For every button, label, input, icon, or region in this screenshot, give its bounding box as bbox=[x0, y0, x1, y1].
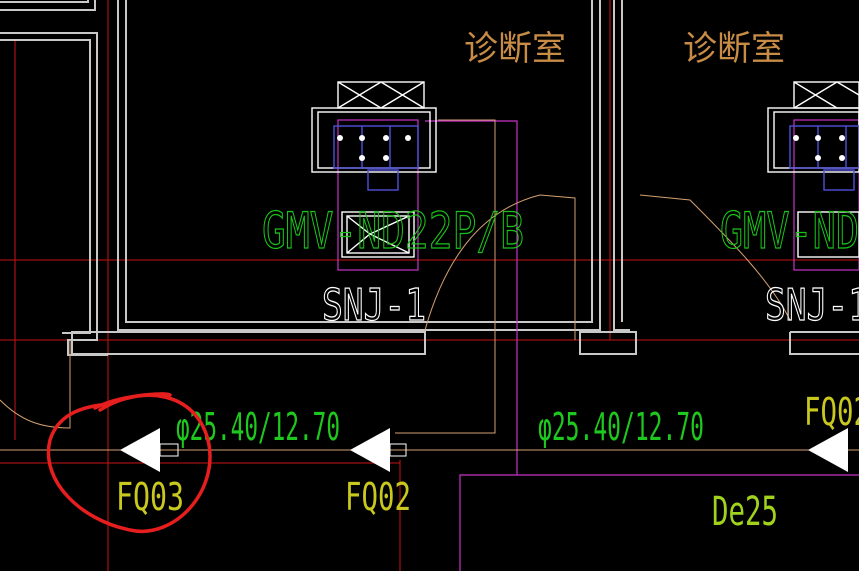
indoor-unit-2[interactable] bbox=[767, 81, 859, 258]
unit-2-bolt bbox=[815, 135, 821, 141]
wall-segment bbox=[0, 0, 89, 3]
refrigerant-branch bbox=[639, 194, 791, 321]
wall-segment bbox=[613, 0, 630, 331]
branch-tag-fq02: FQ02 bbox=[345, 475, 411, 519]
unit-1-bolts bbox=[337, 135, 411, 161]
unit-1-return-box bbox=[341, 211, 415, 258]
walls bbox=[0, 0, 859, 356]
unit-1-model-label: GMV-ND22P/B bbox=[262, 202, 524, 260]
drain-pipes bbox=[337, 119, 859, 571]
unit-1-bolt bbox=[337, 135, 343, 141]
unit-2-model-label: GMV-ND bbox=[720, 202, 859, 260]
room-label-left: 诊断室 bbox=[464, 29, 566, 69]
flow-arrow-fq02-tail bbox=[389, 443, 407, 457]
branch-tag-fq02-right: FQ02 bbox=[804, 390, 859, 434]
unit-2-tag: SNJ-1 bbox=[765, 280, 859, 331]
unit-1-bolt bbox=[383, 155, 389, 161]
unit-1-return-box-inner bbox=[346, 215, 410, 254]
unit-2-bolt bbox=[839, 155, 845, 161]
markup-circle bbox=[46, 392, 212, 534]
unit-2-casing bbox=[767, 107, 859, 173]
unit-1-coil bbox=[333, 125, 419, 191]
unit-2-drain-tray bbox=[793, 119, 859, 271]
wall-segment bbox=[117, 0, 601, 331]
pipe-size-label-left: φ25.40/12.70 bbox=[176, 405, 340, 449]
unit-2-return-box bbox=[797, 211, 859, 258]
refrigerant-riser bbox=[395, 119, 496, 434]
wall-segment bbox=[71, 331, 426, 355]
unit-1-coil-outline bbox=[333, 125, 419, 169]
room-label-right: 诊断室 bbox=[683, 29, 785, 69]
branch-tag-fq03: FQ03 bbox=[116, 475, 184, 519]
unit-1-bolt bbox=[359, 155, 365, 161]
unit-2-grille-cross bbox=[793, 81, 859, 109]
drain-size-label: De25 bbox=[712, 489, 778, 535]
unit-1-bolt bbox=[359, 135, 365, 141]
wall-segment bbox=[125, 0, 593, 323]
drain-pipe-run bbox=[425, 120, 518, 475]
flow-arrow-fq02 bbox=[350, 428, 390, 472]
indoor-unit-1[interactable] bbox=[311, 81, 437, 258]
unit-1-tag: SNJ-1 bbox=[322, 280, 426, 331]
drain-main bbox=[459, 474, 859, 571]
unit-1-drain-tray bbox=[337, 119, 419, 271]
unit-2-bolt bbox=[793, 135, 799, 141]
wall-segment bbox=[0, 0, 96, 11]
unit-2-fan bbox=[823, 169, 855, 191]
wall-segment bbox=[789, 332, 859, 355]
refrigerant-branch bbox=[0, 340, 71, 429]
unit-1-fan bbox=[367, 169, 399, 191]
unit-1-return-lines bbox=[346, 215, 410, 254]
unit-2-bolt bbox=[839, 135, 845, 141]
unit-1-casing bbox=[311, 107, 437, 173]
refrigerant-branch bbox=[424, 194, 576, 340]
flow-arrow-fq03-tail bbox=[159, 443, 179, 457]
unit-2-coil-outline bbox=[789, 125, 859, 169]
unit-2-bolt bbox=[815, 155, 821, 161]
wall-segment bbox=[579, 331, 637, 355]
flow-arrow-fq03 bbox=[120, 428, 160, 472]
unit-1-bolt bbox=[383, 135, 389, 141]
flow-arrows bbox=[120, 428, 848, 472]
unit-1-grille-cross bbox=[337, 81, 425, 109]
unit-2-bolts bbox=[793, 135, 845, 161]
unit-1-bolt bbox=[405, 135, 411, 141]
pipe-size-label-right: φ25.40/12.70 bbox=[538, 405, 704, 449]
flow-arrow-fq02-right bbox=[808, 428, 848, 472]
